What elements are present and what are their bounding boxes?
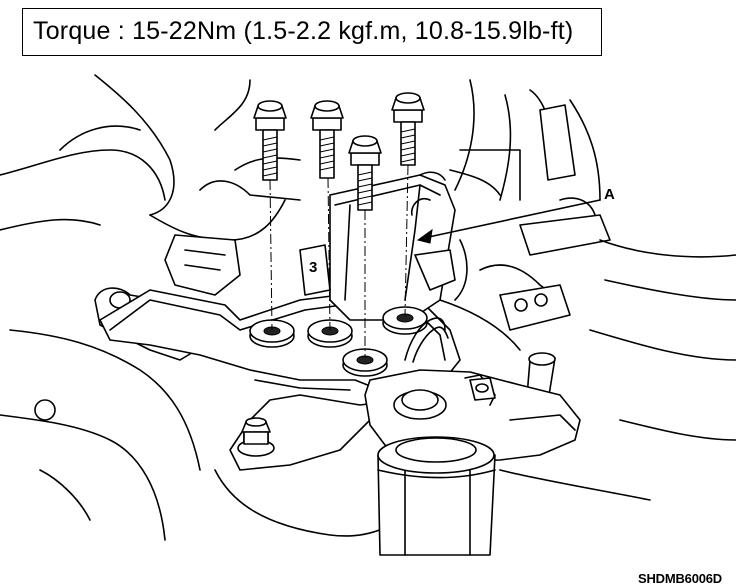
- bracket-a: 3: [299, 171, 456, 321]
- boss-4: [382, 306, 428, 335]
- bolt-center-lines: [269, 164, 409, 358]
- boss-3: [342, 348, 388, 377]
- callout-a: A: [416, 186, 615, 244]
- figure-code: SHDMB6006D: [638, 571, 722, 586]
- bolt-4: [391, 92, 425, 166]
- flange-bolts: [237, 92, 425, 457]
- callout-a-label: A: [604, 186, 615, 203]
- bolt-lower-left: [237, 417, 275, 457]
- part-number-mark: 3: [309, 259, 317, 276]
- torque-spec-text: Torque : 15-22Nm (1.5-2.2 kgf.m, 10.8-15…: [33, 17, 574, 45]
- bolt-3: [348, 135, 382, 211]
- bolt-2: [310, 100, 344, 179]
- engine-mount-housing: [364, 369, 581, 556]
- bolt-1: [253, 100, 287, 181]
- vacuum-hose: [404, 197, 449, 363]
- torque-spec-box: Torque : 15-22Nm (1.5-2.2 kgf.m, 10.8-15…: [22, 8, 602, 56]
